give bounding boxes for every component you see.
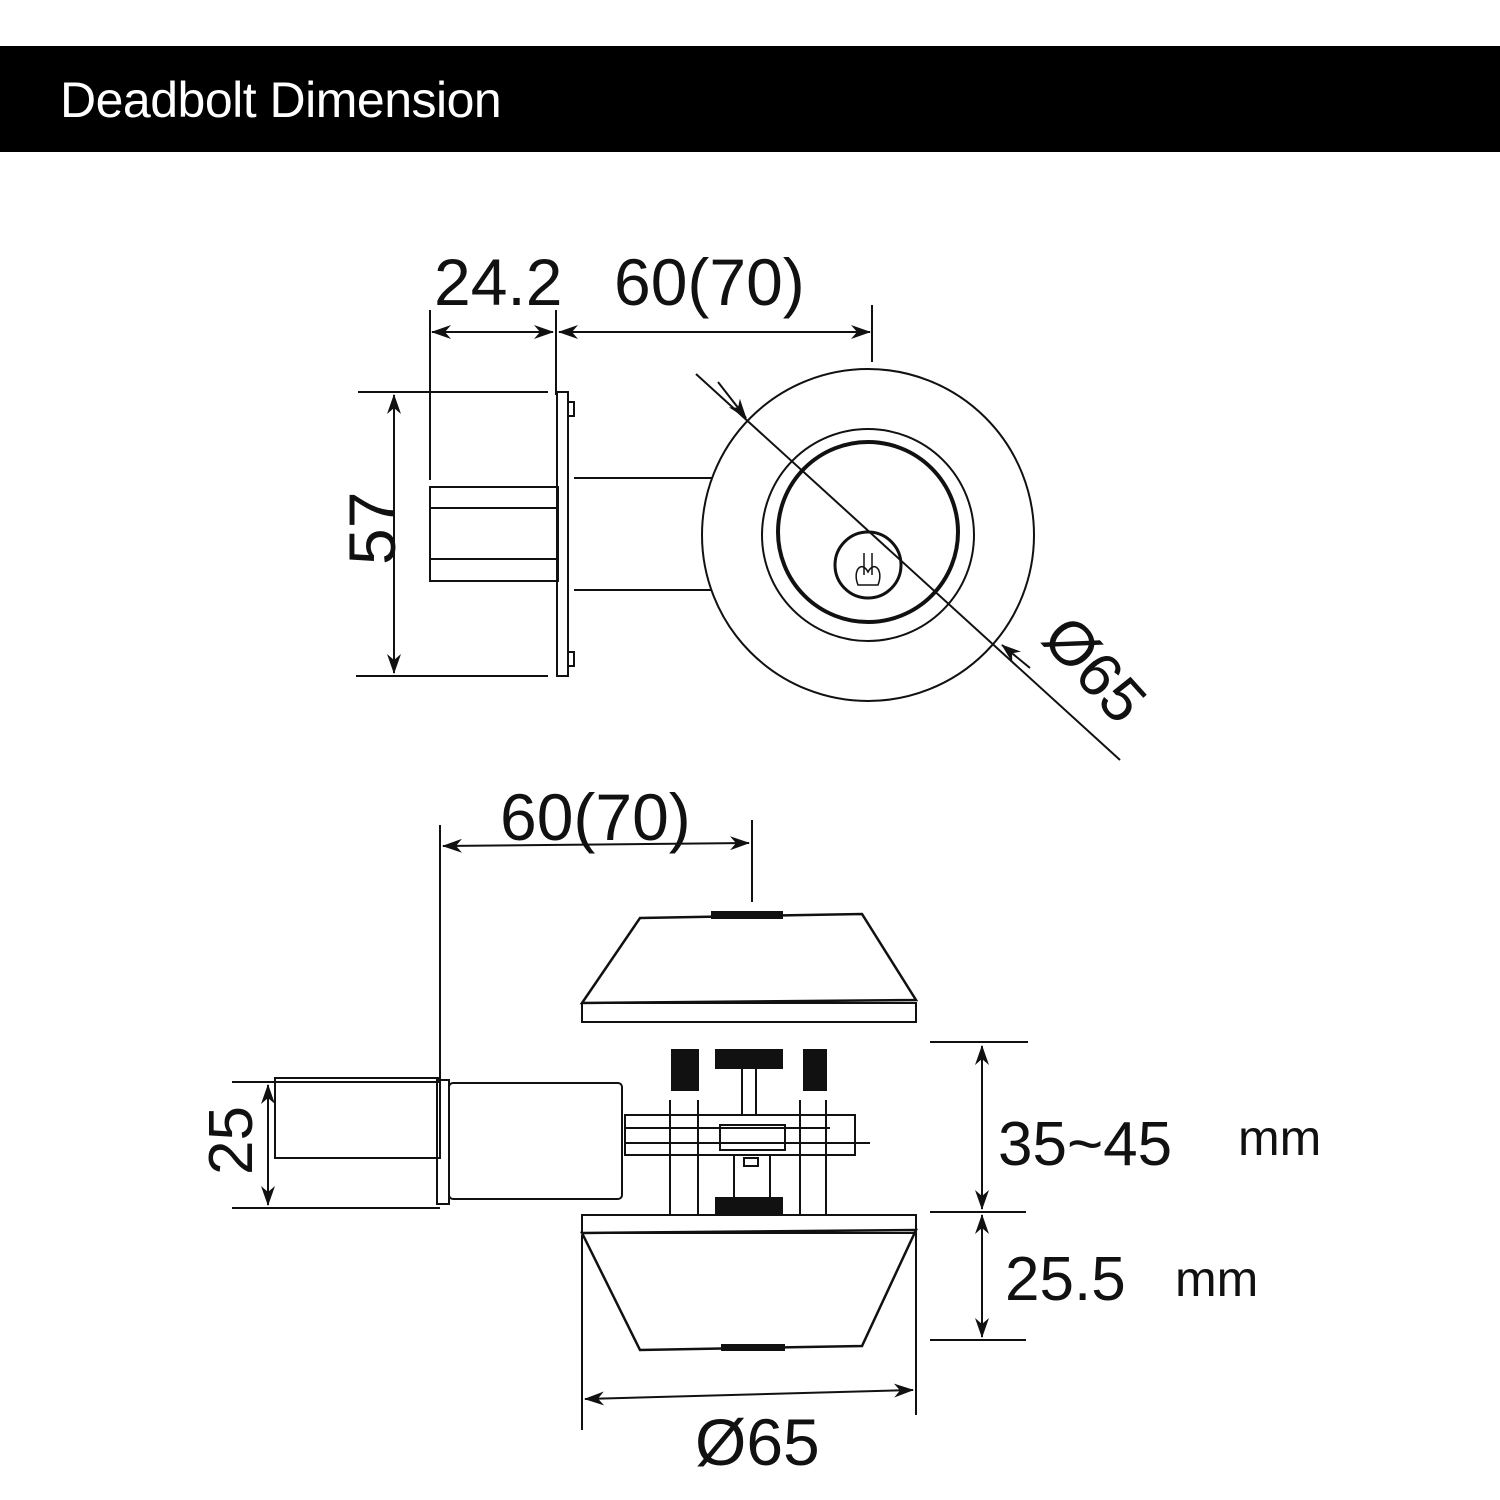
- label-25-5-unit: mm: [1175, 1251, 1258, 1307]
- cylinder-ring: [776, 440, 960, 624]
- title-bar: [0, 46, 1500, 152]
- rose-inner: [761, 428, 975, 642]
- label-35-45: 35~45: [998, 1110, 1172, 1179]
- bolt-faceplate: [436, 1079, 450, 1205]
- label-dia-65-top: Ø65: [1030, 603, 1160, 736]
- label-24-2: 24.2: [434, 245, 562, 319]
- bolt-tip: [274, 1077, 441, 1159]
- exterior-plate: [581, 1002, 917, 1023]
- label-25: 25: [197, 1106, 266, 1175]
- label-60-70-side: 60(70): [500, 780, 691, 854]
- side-view: [232, 820, 1028, 1430]
- top-view: [356, 305, 1121, 761]
- dia-leader: [695, 373, 1121, 761]
- page-title: Deadbolt Dimension: [60, 72, 502, 128]
- bolt-housing: [448, 1082, 623, 1200]
- rose-outer: [701, 368, 1035, 702]
- faceplate: [556, 391, 569, 677]
- label-dia-65-side: Ø65: [695, 1405, 820, 1479]
- dim-line-dia-65-side: [584, 1383, 914, 1406]
- dim-line-60-70-side: [442, 836, 750, 853]
- label-57: 57: [335, 492, 409, 565]
- exterior-trim: [579, 912, 919, 1005]
- label-35-45-unit: mm: [1238, 1110, 1321, 1166]
- interior-trim: [579, 1228, 918, 1352]
- latch-body: [429, 486, 559, 582]
- keyway-icon: [855, 553, 881, 586]
- label-60-70-top: 60(70): [614, 245, 805, 319]
- label-25-5: 25.5: [1005, 1245, 1126, 1314]
- keyway-circle: [833, 530, 903, 600]
- mechanism: [624, 1049, 870, 1216]
